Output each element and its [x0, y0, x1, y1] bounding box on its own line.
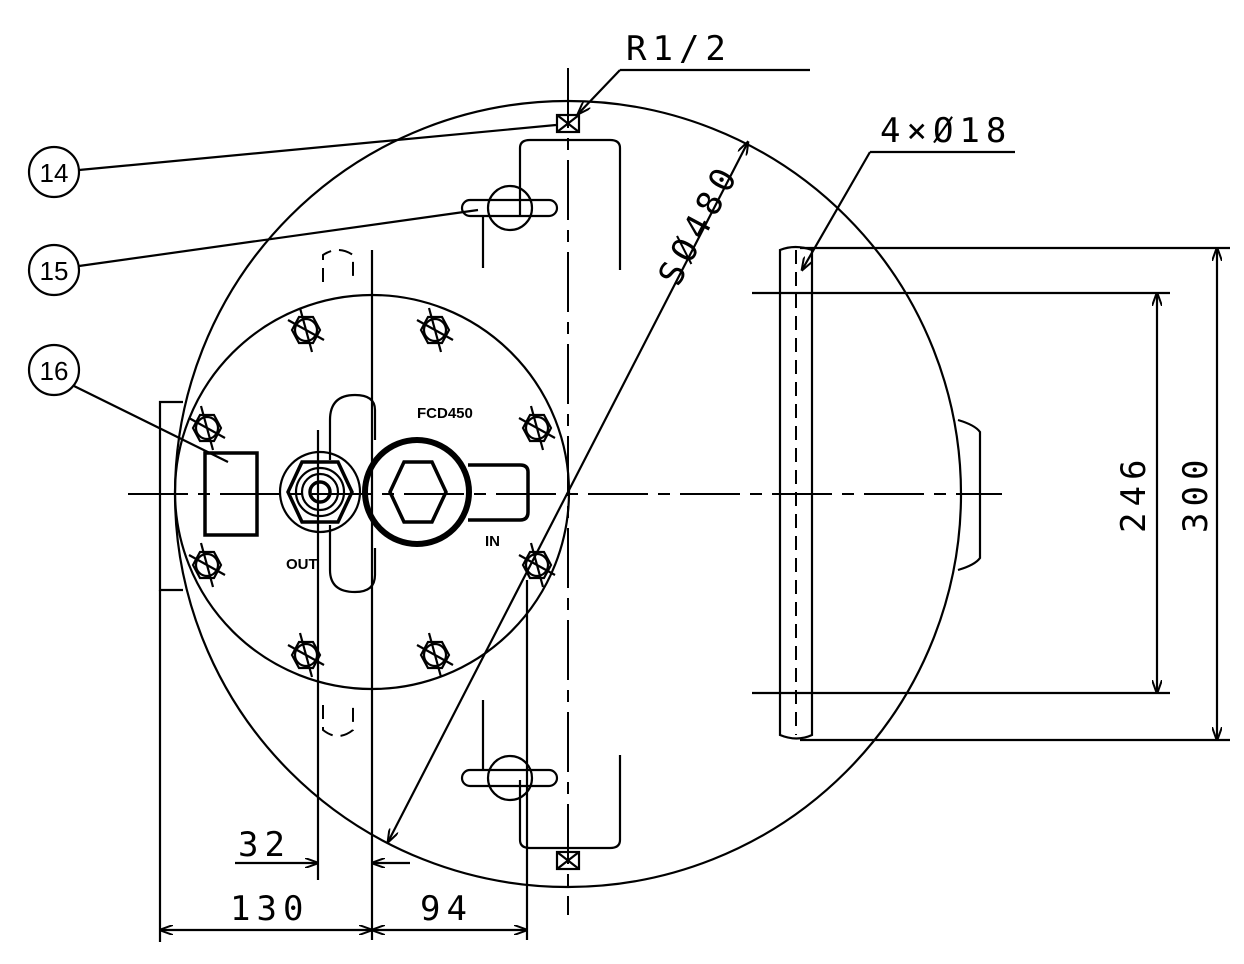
material-label: FCD450	[417, 405, 473, 422]
dim-130: 130	[230, 889, 309, 929]
balloon-16: 16	[27, 343, 229, 463]
balloon-15: 15	[27, 208, 479, 297]
sphere-dim: SØ480	[651, 157, 748, 293]
dim-32: 32	[238, 825, 291, 865]
holes-label: 4×Ø18	[880, 111, 1012, 151]
in-port	[362, 437, 472, 547]
dim-94: 94	[420, 889, 473, 929]
out-port	[278, 450, 362, 534]
bolt-icon	[517, 541, 557, 589]
dim-246: 246	[1114, 454, 1154, 533]
bolt-icon	[517, 404, 557, 452]
eyebolt-top	[460, 184, 559, 268]
balloon-14: 14	[27, 123, 557, 199]
svg-text:16: 16	[40, 356, 69, 386]
bolt-icon	[415, 631, 455, 679]
eyebolt-bottom	[460, 700, 559, 802]
bolt-icon	[286, 306, 326, 354]
nameplate	[203, 451, 259, 537]
inlet-label: IN	[485, 533, 500, 550]
bolt-icon	[187, 541, 227, 589]
outlet-label: OUT	[286, 556, 318, 573]
svg-text:15: 15	[40, 256, 69, 286]
thread-label: R1/2	[626, 29, 732, 69]
left-foot	[158, 400, 183, 592]
bolt-icon	[415, 306, 455, 354]
svg-text:14: 14	[40, 158, 69, 188]
bolt-icon	[187, 404, 227, 452]
dim-300: 300	[1176, 454, 1216, 533]
